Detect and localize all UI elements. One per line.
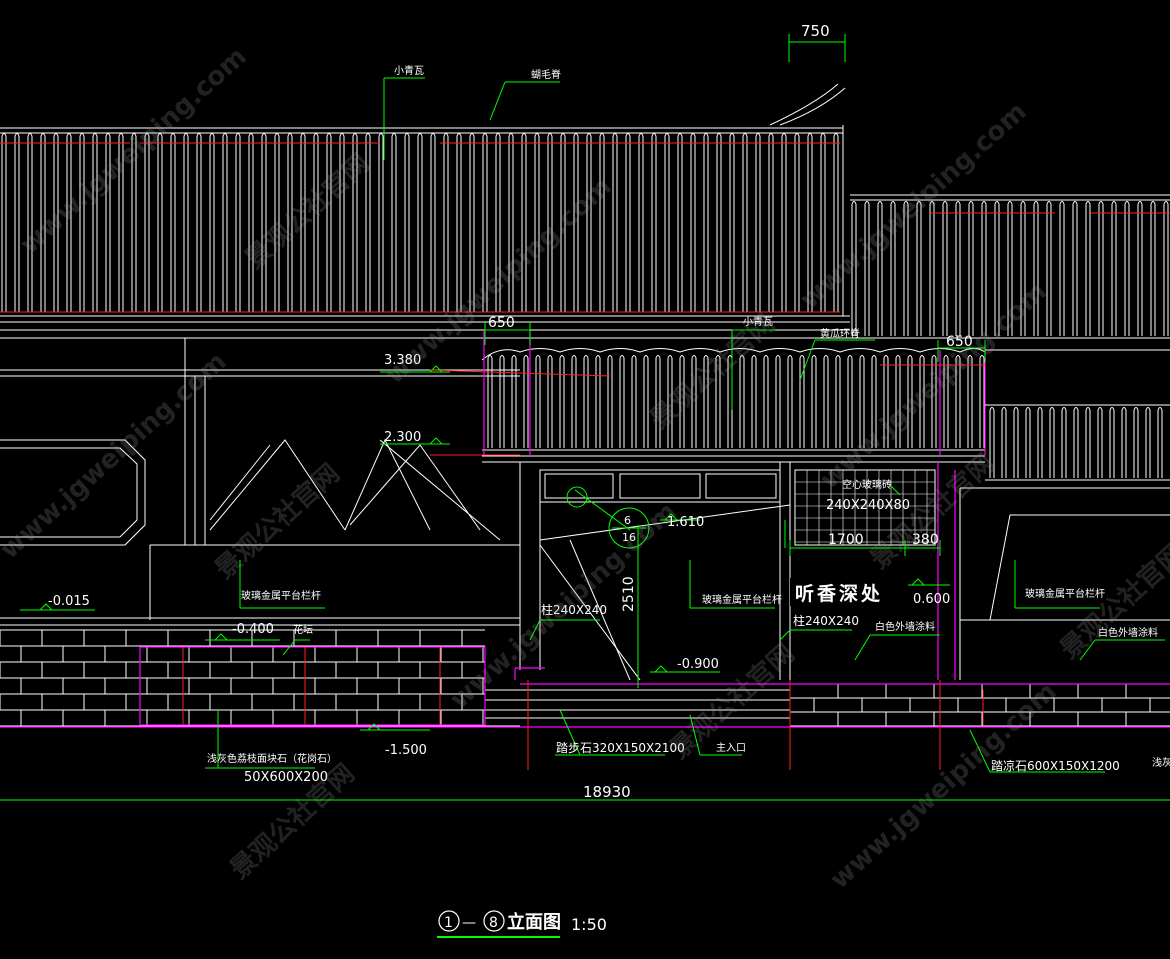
label-glass-brick: 空心玻璃砖 xyxy=(842,478,892,491)
label-glass-brick-size: 240X240X80 xyxy=(826,498,910,513)
label-stone-size: 50X600X200 xyxy=(244,770,328,785)
label-right-cut: 浅灰 xyxy=(1152,756,1170,769)
right-wall xyxy=(959,349,1170,680)
pavilion xyxy=(481,348,986,681)
label-step-stone: 踏步石320X150X2100 xyxy=(556,741,685,755)
label-white-paint-right: 白色外墙涂料 xyxy=(1098,626,1158,639)
label-step-stone2: 踏凉石600X150X1200 xyxy=(991,758,1120,773)
detail-callout xyxy=(566,486,650,549)
dim-1700: 1700 xyxy=(828,532,864,548)
label-column-left: 柱240X240 xyxy=(541,602,607,617)
watermark-cn-2: 景观公社官网 xyxy=(209,458,346,585)
level-m0015: -0.015 xyxy=(48,594,90,609)
dim-650-left: 650 xyxy=(488,315,515,331)
title-dash: — xyxy=(462,915,476,931)
detail-ref-top: 6 xyxy=(624,514,631,527)
label-tile-top: 小青瓦 xyxy=(394,64,424,77)
dim-18930: 18930 xyxy=(583,783,631,801)
title-circle-a: 1 xyxy=(444,915,453,931)
label-column-right: 柱240X240 xyxy=(793,613,859,628)
title-scale: 1:50 xyxy=(571,915,607,934)
watermark-url-2: www.jgweiping.com xyxy=(380,172,618,391)
level-3380: 3.380 xyxy=(384,353,421,368)
drawing-title: 1 — 8 立面图 1:50 xyxy=(437,910,607,938)
annotation-labels: 小青瓦 蝴毛脊 小青瓦 黄瓜环脊 空心玻璃砖 240X240X80 玻璃金属平台… xyxy=(207,64,1170,785)
label-railing-mid: 玻璃金属平台栏杆 xyxy=(702,593,782,606)
watermark-url-5: www.jgweiping.com xyxy=(445,497,683,716)
dim-380: 380 xyxy=(912,532,939,548)
signboard: 听香深处 xyxy=(790,578,908,606)
level-0600: 0.600 xyxy=(913,592,950,607)
watermark-url-4: www.jgweiping.com xyxy=(0,347,233,566)
level-m0400: -0.400 xyxy=(232,622,274,637)
dimension-lines xyxy=(0,34,1170,801)
title-circle-b: 8 xyxy=(489,915,498,931)
level-texts: 3.380 2.300 1.610 -0.015 -0.400 -0.900 -… xyxy=(48,353,950,758)
brick-base xyxy=(0,617,1170,727)
right-roof xyxy=(850,194,1170,336)
dim-750: 750 xyxy=(801,22,830,40)
label-ridge-mid: 黄瓜环脊 xyxy=(820,327,860,340)
dim-2510: 2510 xyxy=(621,576,637,612)
level-markers xyxy=(20,365,950,731)
watermark-url-7: www.jgweiping.com xyxy=(825,677,1063,896)
watermark-cn-7: 景观公社官网 xyxy=(1054,538,1170,665)
level-2300: 2.300 xyxy=(384,430,421,445)
label-ridge-top: 蝴毛脊 xyxy=(531,68,561,81)
watermark-cn-1: 景观公社官网 xyxy=(239,148,376,275)
label-railing-right: 玻璃金属平台栏杆 xyxy=(1025,587,1105,600)
level-m1500: -1.500 xyxy=(385,743,427,758)
main-roof xyxy=(0,83,1170,339)
level-1610: 1.610 xyxy=(667,515,704,530)
dim-650-right: 650 xyxy=(946,334,973,350)
label-white-paint-mid: 白色外墙涂料 xyxy=(875,620,935,633)
label-tile-mid: 小青瓦 xyxy=(743,315,773,328)
watermark-url-1: www.jgweiping.com xyxy=(15,42,253,261)
detail-ref-bottom: 16 xyxy=(622,531,636,544)
watermark-url-3: www.jgweiping.com xyxy=(795,97,1033,316)
label-entrance: 主入口 xyxy=(716,742,746,754)
dimension-texts: 750 650 650 2510 1700 380 18930 xyxy=(488,22,973,801)
level-m0900: -0.900 xyxy=(677,657,719,672)
signboard-text: 听香深处 xyxy=(795,582,883,605)
title-name: 立面图 xyxy=(507,911,561,933)
detail-ref-texts: 6 16 xyxy=(622,514,636,544)
label-stone-facing: 浅灰色荔枝面块石（花岗石） xyxy=(207,752,337,765)
watermark-cn-3: 景观公社官网 xyxy=(644,308,781,435)
label-planter: 花坛 xyxy=(293,623,313,636)
label-railing-left: 玻璃金属平台栏杆 xyxy=(241,589,321,602)
